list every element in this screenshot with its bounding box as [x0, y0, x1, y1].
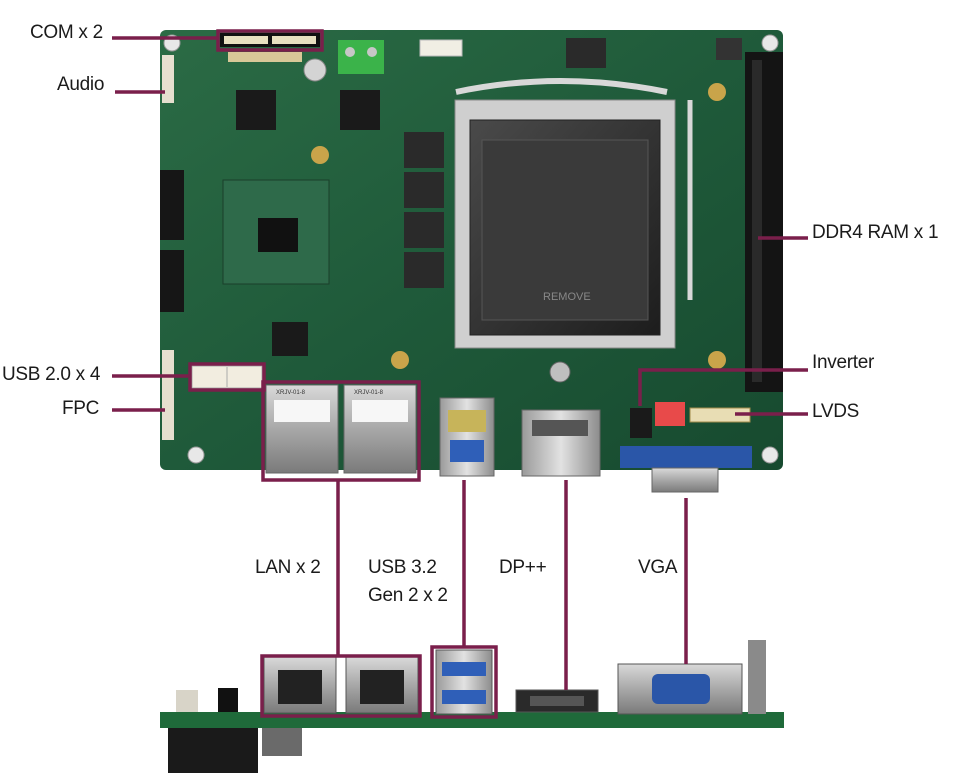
ic-chip: [272, 322, 308, 356]
callout-box-lan-bottom: [260, 654, 422, 718]
mounting-hole: [311, 146, 329, 164]
callout-box-usb32-bottom: [430, 645, 498, 719]
label-com: COM x 2: [30, 22, 103, 43]
label-usb32-line2: Gen 2 x 2: [368, 585, 448, 606]
callout-box-com: [216, 29, 324, 52]
inductors: [404, 38, 742, 288]
callouts: [112, 29, 808, 719]
mounting-hole: [187, 446, 205, 464]
top-board: REMOVE XRJV-01-8 XRJV-01-8: [160, 30, 783, 493]
sata-connector: [160, 250, 184, 312]
fan-connector: [419, 39, 463, 57]
mounting-hole: [761, 446, 779, 464]
mounting-hole: [708, 83, 726, 101]
bottom-board: [160, 640, 784, 773]
mounting-hole: [761, 34, 779, 52]
label-fpc: FPC: [62, 398, 100, 419]
mounting-hole: [391, 351, 409, 369]
ddr4-slot: [745, 52, 783, 392]
rj45-label: XRJV-01-8: [276, 390, 306, 396]
ic-chip: [236, 90, 276, 130]
label-dp: DP++: [499, 557, 547, 578]
label-ddr4: DDR4 RAM x 1: [812, 222, 939, 243]
callout-box-lan-top: [261, 380, 421, 482]
fpc-connector: [162, 350, 174, 440]
inverter-connector: [655, 402, 685, 426]
label-vga: VGA: [638, 557, 678, 578]
rj45-label: XRJV-01-8: [354, 390, 384, 396]
mounting-hole: [708, 351, 726, 369]
label-lan: LAN x 2: [255, 557, 321, 578]
label-usb32-line1: USB 3.2: [368, 557, 437, 578]
label-usb20: USB 2.0 x 4: [2, 364, 101, 385]
socket-remove-text: REMOVE: [543, 291, 591, 303]
lan-ports-bottom: [263, 656, 419, 714]
callout-line-inverter: [638, 368, 808, 406]
vga-port-top: [620, 446, 752, 493]
usb32-ports-bottom: [435, 649, 493, 715]
usb32-ports-top: [439, 397, 495, 477]
lan-ports-top: XRJV-01-8 XRJV-01-8: [265, 384, 417, 474]
dp-port-top: [521, 409, 601, 477]
label-lvds: LVDS: [812, 401, 860, 422]
power-terminal: [338, 40, 384, 74]
cpu-socket: REMOVE: [454, 78, 693, 383]
label-inverter: Inverter: [812, 352, 875, 373]
ic-chip: [340, 90, 380, 130]
audio-connector: [162, 55, 174, 103]
sata-connector: [160, 170, 184, 240]
label-audio: Audio: [57, 74, 105, 95]
vga-port-bottom: [617, 640, 766, 715]
capacitor: [303, 58, 327, 82]
